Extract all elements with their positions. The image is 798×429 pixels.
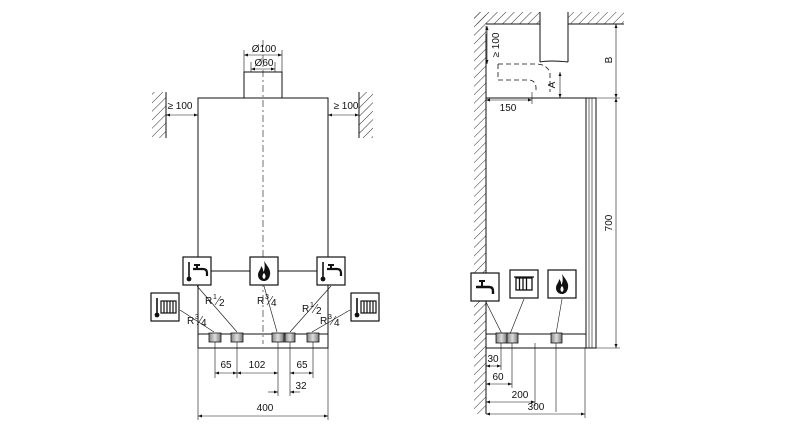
heating-return-radiator-icon (350, 292, 380, 322)
cold-water-tap-icon (316, 256, 346, 286)
thread-gas-label: R 3 4 (257, 294, 277, 309)
right-wall-hatch (359, 92, 373, 138)
svg-text:2: 2 (219, 298, 225, 309)
connection-gas (271, 332, 285, 343)
dim-32: 32 (295, 381, 307, 392)
ceiling-hatch-right (568, 12, 624, 24)
svg-text:4: 4 (334, 318, 340, 329)
clearance-top-label: ≥ 100 (491, 32, 502, 57)
boiler-side-bottom (485, 333, 587, 349)
clearance-left-label: ≥ 100 (168, 101, 193, 112)
svg-text:R: R (205, 296, 212, 307)
hot-water-tap-icon (182, 256, 212, 286)
gas-flame-icon (249, 256, 279, 286)
flue-inner-diameter: Ø60 (255, 58, 274, 69)
connection-cold-water (284, 332, 296, 343)
svg-text:3: 3 (265, 294, 269, 301)
ceiling-hatch-left (474, 12, 540, 24)
svg-text:4: 4 (271, 298, 277, 309)
side-view: ≥ 100 B A 150 700 (470, 12, 624, 418)
svg-text:3: 3 (195, 314, 199, 321)
svg-text:R: R (320, 316, 327, 327)
side-connection-heating (506, 332, 519, 344)
boiler-bottom-panel (197, 333, 329, 349)
svg-text:3: 3 (328, 314, 332, 321)
flue-outer-diameter: Ø100 (252, 44, 277, 55)
connection-hot-water (230, 332, 244, 343)
dim-65-right: 65 (296, 360, 308, 371)
thread-heating-return-label: R 3 4 (320, 314, 340, 329)
dim-150: 150 (500, 103, 517, 114)
svg-text:R: R (257, 296, 264, 307)
svg-text:R: R (187, 316, 194, 327)
side-water-tap-icon (470, 272, 500, 302)
dim-B: B (604, 56, 615, 63)
thread-hot-water-label: R 1 2 (205, 294, 225, 309)
front-cover-profile (585, 97, 597, 349)
boiler-side-body (485, 97, 587, 335)
thread-cold-water-label: R 1 2 (302, 302, 322, 317)
svg-text:2: 2 (316, 306, 322, 317)
side-connection-water (495, 332, 508, 344)
side-connection-gas (550, 332, 563, 344)
side-gas-flame-icon (547, 269, 577, 299)
side-radiator-icon (509, 269, 539, 299)
svg-text:4: 4 (201, 318, 207, 329)
dim-width-400: 400 (257, 403, 274, 414)
dim-200: 200 (512, 390, 529, 401)
dim-height-700: 700 (604, 214, 615, 231)
svg-text:1: 1 (310, 302, 314, 309)
left-wall-hatch (152, 92, 166, 138)
connection-heating-flow (208, 332, 222, 343)
dim-depth-300: 300 (528, 402, 545, 413)
front-view: ≥ 100 ≥ 100 Ø100 Ø60 R 1 (150, 40, 380, 420)
connection-heating-return (306, 332, 320, 343)
dim-60: 60 (492, 372, 504, 383)
dim-65-left: 65 (220, 360, 232, 371)
heating-flow-radiator-icon (150, 292, 180, 322)
wall-hatch (474, 12, 486, 414)
clearance-right-label: ≥ 100 (334, 101, 359, 112)
dim-30: 30 (487, 354, 499, 365)
svg-text:1: 1 (213, 294, 217, 301)
thread-heating-flow-label: R 3 4 (187, 314, 207, 329)
dim-A: A (547, 81, 558, 88)
svg-text:R: R (302, 304, 309, 315)
dim-102: 102 (249, 360, 266, 371)
